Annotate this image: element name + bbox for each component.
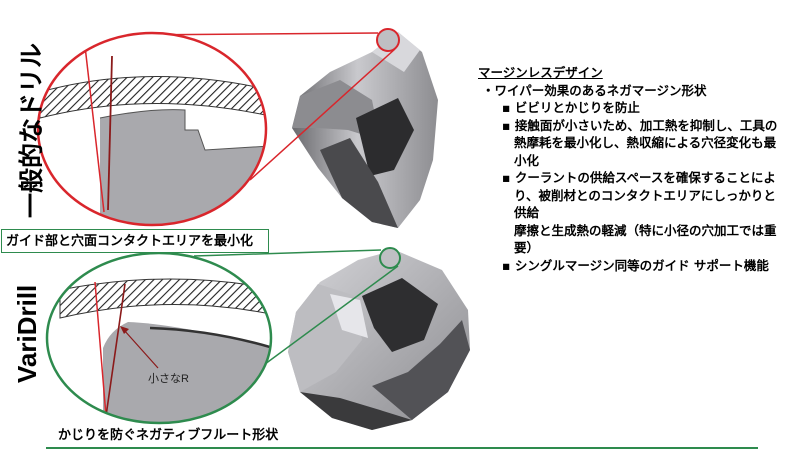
varidrill-zoom-ellipse [45, 251, 273, 425]
small-r-label: 小さなR [148, 372, 189, 385]
general-drill-3d [292, 28, 438, 228]
feature-note: 摩擦と生成熱の軽減（特に小径の穴加工では重要） [514, 222, 777, 256]
feature-heading: マージンレスデザイン [478, 65, 603, 80]
varidrill-zoom-detail: 小さなR [47, 253, 271, 423]
zoom-connector-bottom-1 [193, 249, 382, 257]
bottom-divider [46, 447, 758, 449]
general-zoom-ellipse [36, 31, 268, 227]
general-drill-label: 一般的なドリル [17, 42, 46, 218]
varidrill-label: VariDrill [12, 284, 42, 383]
feature-bullet: ▪ ビビリとかじりを防止 [502, 100, 640, 115]
general-zoom-detail [38, 33, 266, 225]
guide-area-callout: ガイド部と穴面コンタクトエリアを最小化 [1, 229, 269, 253]
bottom-caption: かじりを防ぐネガティブフルート形状 [58, 428, 279, 443]
varidrill-3d [288, 247, 470, 430]
feature-bullet: ▪ シングルマージン同等のガイド サポート機能 [502, 257, 769, 273]
zoom-connector-top-2 [249, 48, 396, 181]
feature-main-point: ・ワイパー効果のあるネガマージン形状 [482, 82, 707, 98]
feature-bullet: ▪ 接触面が小さいため、加工熱を抑制し、工具の熱摩耗を最小化し、熱収縮による穴径… [502, 117, 778, 168]
feature-bullet: ▪ クーラントの供給スペースを確保することにより、被削材とのコンタクトエリアにし… [502, 170, 776, 220]
feature-list: マージンレスデザイン ・ワイパー効果のあるネガマージン形状 ▪ ビビリとかじりを… [478, 64, 778, 274]
